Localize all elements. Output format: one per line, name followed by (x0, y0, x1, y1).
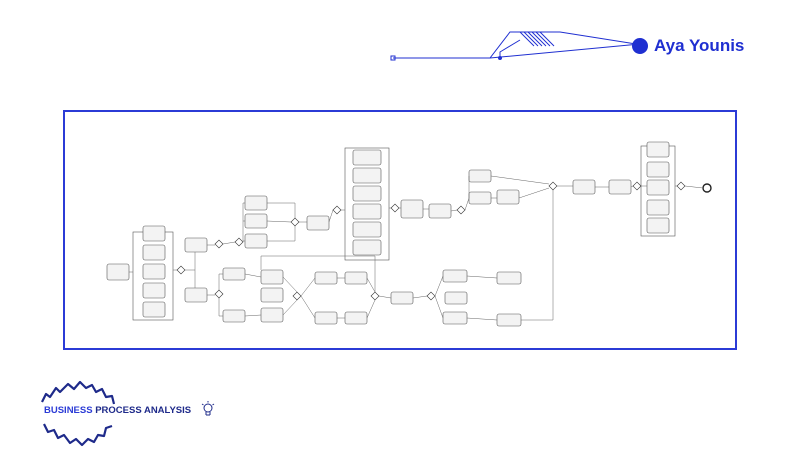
process-diagram (106, 141, 712, 327)
gear-bottom-icon (43, 423, 113, 447)
author-header: Aya Younis (632, 36, 744, 56)
task-start (106, 263, 130, 281)
gear-top-icon (41, 380, 116, 405)
brand-title: BUSINESS PROCESS ANALYSIS (44, 405, 191, 416)
end-event-icon (702, 183, 712, 193)
process-diagram-frame (63, 110, 737, 350)
brand-gears (41, 380, 116, 447)
brand-word-business: BUSINESS (44, 405, 93, 416)
circuit-line-decoration (390, 31, 641, 61)
brand-word-process-analysis: PROCESS ANALYSIS (95, 405, 192, 416)
lightbulb-icon (201, 401, 215, 416)
author-dot-icon (632, 38, 648, 54)
author-name: Aya Younis (654, 36, 745, 55)
